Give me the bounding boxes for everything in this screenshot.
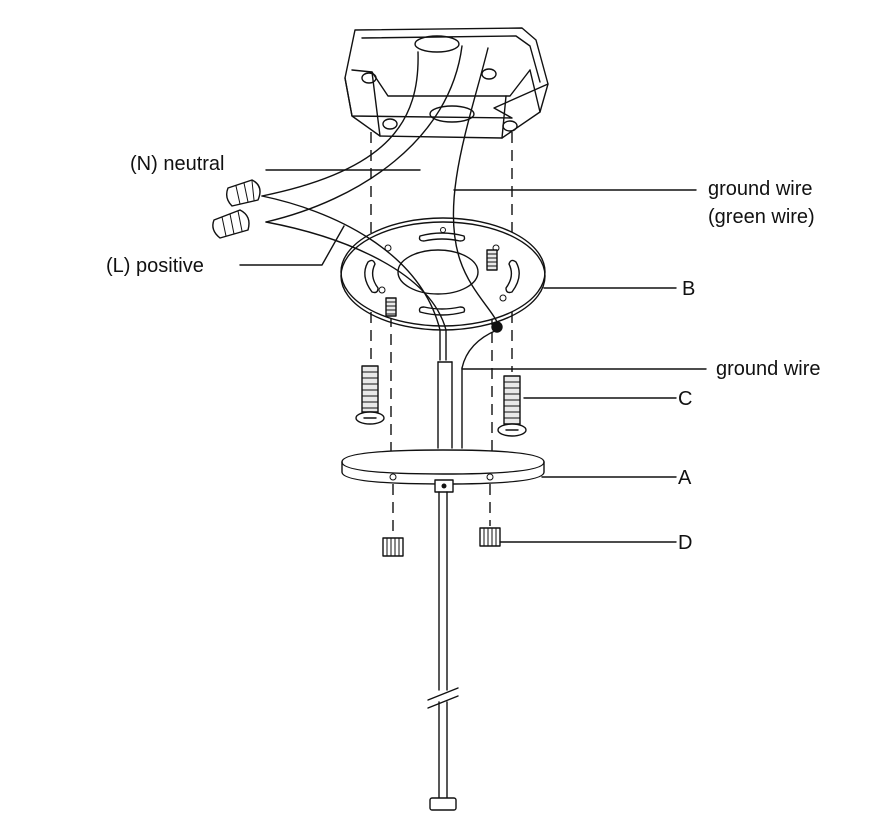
label-ground-wire-green-2: (green wire) xyxy=(708,206,815,228)
suspension-cable xyxy=(427,491,459,811)
label-ground-wire: ground wire xyxy=(716,358,821,380)
mounting-plate xyxy=(340,217,546,333)
label-part-b: B xyxy=(682,278,695,300)
label-ground-wire-green-1: ground wire xyxy=(708,178,813,200)
mounting-screws xyxy=(355,365,527,437)
wire-nut-neutral xyxy=(225,179,261,207)
mounting-screw-left xyxy=(355,365,385,425)
junction-box xyxy=(344,27,549,139)
wires xyxy=(261,45,498,449)
wire-nut-positive xyxy=(212,209,250,239)
knurled-nut-left xyxy=(382,537,404,557)
leader-lines xyxy=(239,169,707,543)
label-part-a: A xyxy=(678,467,692,489)
mounting-screw-right xyxy=(497,375,527,437)
label-part-d: D xyxy=(678,532,692,554)
knurled-nut-right xyxy=(479,527,501,547)
knurled-nuts xyxy=(382,527,501,557)
label-part-c: C xyxy=(678,388,692,410)
label-positive: (L) positive xyxy=(106,255,204,277)
label-neutral: (N) neutral xyxy=(130,153,224,175)
wire-nuts xyxy=(212,179,261,239)
labels: (N) neutral (L) positive ground wire (gr… xyxy=(106,153,821,554)
canopy xyxy=(341,449,545,493)
